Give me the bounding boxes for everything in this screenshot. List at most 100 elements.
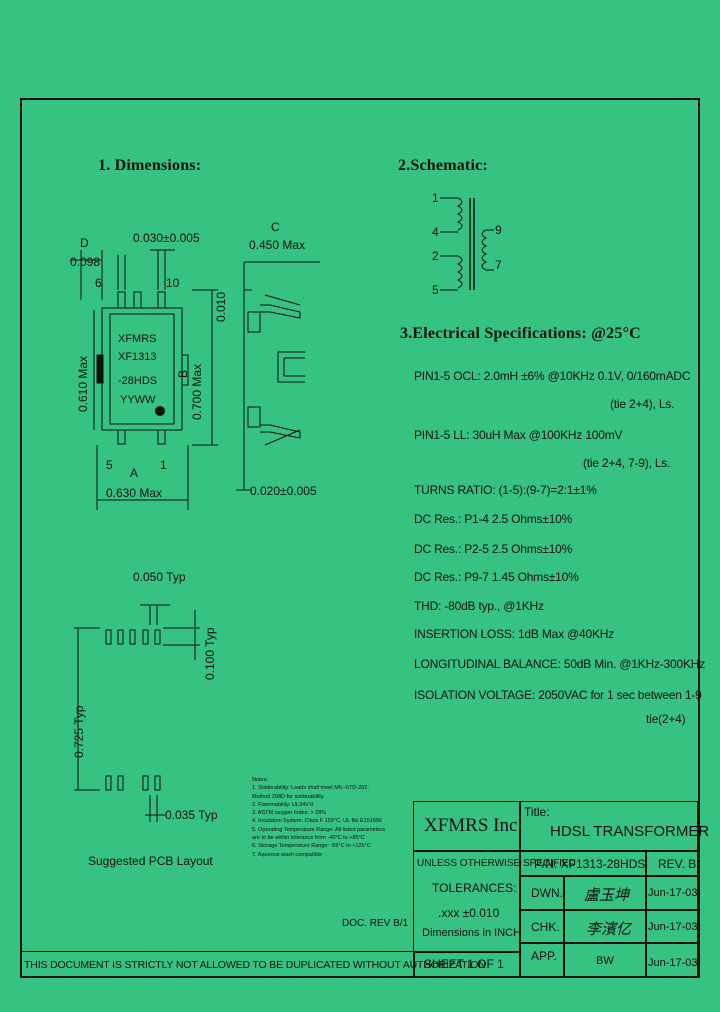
dim-pin-pitch: 0.030±0.005 xyxy=(133,231,200,245)
pcb-pitch-label: 0.050 Typ xyxy=(133,570,186,584)
dim-b-label: B xyxy=(176,369,190,378)
dwn-sig-cell: 盧玉坤 xyxy=(563,875,647,911)
dimensions-heading: 1. Dimensions: xyxy=(98,157,202,174)
title-label: Title: xyxy=(524,805,550,819)
app-sig-cell: BW xyxy=(563,942,647,978)
dwn-label: DWN. xyxy=(531,886,563,900)
spec-line: THD: -80dB typ., @1KHz xyxy=(414,599,544,613)
note-line: 4. Insulation System: Class F 155°C, UL … xyxy=(252,818,383,825)
note-line: 3. ASTM oxygen Index: > 28% xyxy=(252,810,327,817)
dim-d-label: D xyxy=(80,236,89,250)
pn-cell: P/N: XF1313-28HDS xyxy=(519,850,647,877)
dim-c-value: 0.450 Max xyxy=(249,238,306,252)
dim-c-label: C xyxy=(271,220,280,234)
dwn-date: Jun-17-03 xyxy=(648,887,698,899)
app-date-cell: Jun-17-03 xyxy=(645,942,698,978)
part-number: P/N: XF1313-28HDS xyxy=(534,857,646,871)
pin-10-label: 10 xyxy=(166,276,180,290)
chk-date: Jun-17-03 xyxy=(648,921,698,933)
spec-line: PIN1-5 OCL: 2.0mH ±6% @10KHz 0.1V, 0/160… xyxy=(414,369,691,383)
schematic-pin-label: 7 xyxy=(495,258,502,272)
electrical-heading: 3.Electrical Specifications: @25°C xyxy=(400,325,641,342)
chk-label: CHK. xyxy=(531,920,560,934)
pcb-pad xyxy=(117,775,124,791)
pin-pad xyxy=(157,291,166,309)
spec-line: TURNS RATIO: (1-5):(9-7)=2:1±1% xyxy=(414,483,597,497)
component-body-outline xyxy=(101,307,183,431)
dim-d-value: 0.098 xyxy=(70,255,101,269)
drawing-title: HDSL TRANSFORMER xyxy=(550,823,710,840)
note-line: 1. Solderability: Leads shall meet MIL-S… xyxy=(252,785,369,792)
spec-line: DC Res.: P1-4 2.5 Ohms±10% xyxy=(414,512,573,526)
tolerances-label: TOLERANCES: xyxy=(432,881,517,895)
notes-title: Notes: xyxy=(252,777,268,783)
pin-pad xyxy=(133,291,142,309)
pin-5-label: 5 xyxy=(106,458,113,472)
spec-line: (tie 2+4, 7-9), Ls. xyxy=(583,456,671,470)
app-date: Jun-17-03 xyxy=(648,957,698,969)
side-tab xyxy=(181,354,189,386)
pcb-pad-length-label: 0.100 Typ xyxy=(203,627,217,681)
spec-line: ISOLATION VOLTAGE: 2050VAC for 1 sec bet… xyxy=(414,688,702,702)
dwn-signature: 盧玉坤 xyxy=(584,887,630,904)
company-name: XFMRS Inc xyxy=(424,815,518,836)
pin-pad xyxy=(157,429,166,445)
spec-line: LONGITUDINAL BALANCE: 50dB Min. @1KHz-30… xyxy=(414,657,706,671)
revision: REV. B xyxy=(658,857,697,871)
spec-line: tie(2+4) xyxy=(646,712,686,726)
spec-line: DC Res.: P9-7 1.45 Ohms±10% xyxy=(414,570,579,584)
unless-specified: UNLESS OTHERWISE SPECIFIED xyxy=(417,858,576,869)
dim-body-height: 0.610 Max xyxy=(76,355,90,412)
pcb-pad xyxy=(142,629,149,645)
dim-side-value: 0.010 xyxy=(214,291,228,322)
side-view-tab xyxy=(247,406,261,428)
component-body-inner xyxy=(109,313,175,425)
app-label: APP. xyxy=(531,949,557,963)
tolerance-cell: UNLESS OTHERWISE SPECIFIED TOLERANCES: .… xyxy=(413,850,576,953)
dim-a-value: 0.630 Max xyxy=(106,486,163,500)
schematic-pin-label: 5 xyxy=(432,283,439,297)
doc-revision: DOC. REV B/1 xyxy=(342,918,409,929)
chk-date-cell: Jun-17-03 xyxy=(645,909,698,944)
pcb-pad xyxy=(154,775,161,791)
title-cell: Title: HDSL TRANSFORMER xyxy=(519,801,709,852)
pcb-pad xyxy=(154,629,161,645)
schematic-pin-label: 9 xyxy=(495,223,502,237)
pin-pad xyxy=(117,429,126,445)
notes-block: Notes: 1. Solderability: Leads shall mee… xyxy=(252,776,385,859)
spec-line: DC Res.: P2-5 2.5 Ohms±10% xyxy=(414,542,573,556)
pcb-row-spacing-label: 0.725 Typ xyxy=(72,705,86,759)
note-line: 7. Aqueous wash compatible xyxy=(252,851,323,858)
app-signature: BW xyxy=(596,955,614,967)
pcb-pad xyxy=(105,775,112,791)
note-line: 2. Flammability: UL94V-0 xyxy=(252,801,314,808)
note-line: Method 208D for solderability. xyxy=(252,793,325,800)
pcb-caption: Suggested PCB Layout xyxy=(88,854,213,868)
dim-b-value: 0.700 Max xyxy=(190,363,204,420)
dwn-label-cell: DWN. xyxy=(519,875,565,911)
dwn-date-cell: Jun-17-03 xyxy=(645,875,698,911)
pin-6-label: 6 xyxy=(95,276,102,290)
note-line: 5. Operating Temperature Range: All list… xyxy=(252,826,385,833)
spec-line: (tie 2+4), Ls. xyxy=(610,397,675,411)
pcb-pad xyxy=(129,629,136,645)
spec-line: PIN1-5 LL: 30uH Max @100KHz 100mV xyxy=(414,428,623,442)
chk-sig-cell: 李濱亿 xyxy=(563,909,647,944)
pcb-pad xyxy=(142,775,149,791)
dimensions-unit: Dimensions in INCH xyxy=(422,927,522,939)
schematic-pin-label: 4 xyxy=(432,225,439,239)
pcb-pad-width-label: 0.035 Typ xyxy=(165,808,218,822)
marking-line: XF1313 xyxy=(118,351,157,363)
sheet-cell: SHEET 1 OF 1 xyxy=(413,951,521,978)
pcb-pad xyxy=(105,629,112,645)
dim-lead-thickness: 0.020±0.005 xyxy=(250,484,317,498)
rev-cell: REV. B xyxy=(645,850,698,877)
tolerance-value: .xxx ±0.010 xyxy=(438,906,500,920)
side-tab xyxy=(96,354,104,384)
chk-signature: 李濱亿 xyxy=(586,921,632,938)
spec-line: INSERTION LOSS: 1dB Max @40KHz xyxy=(414,627,615,641)
pin-1-label: 1 xyxy=(160,458,167,472)
marking-line: YYWW xyxy=(120,394,156,406)
side-view-tab xyxy=(247,311,261,333)
